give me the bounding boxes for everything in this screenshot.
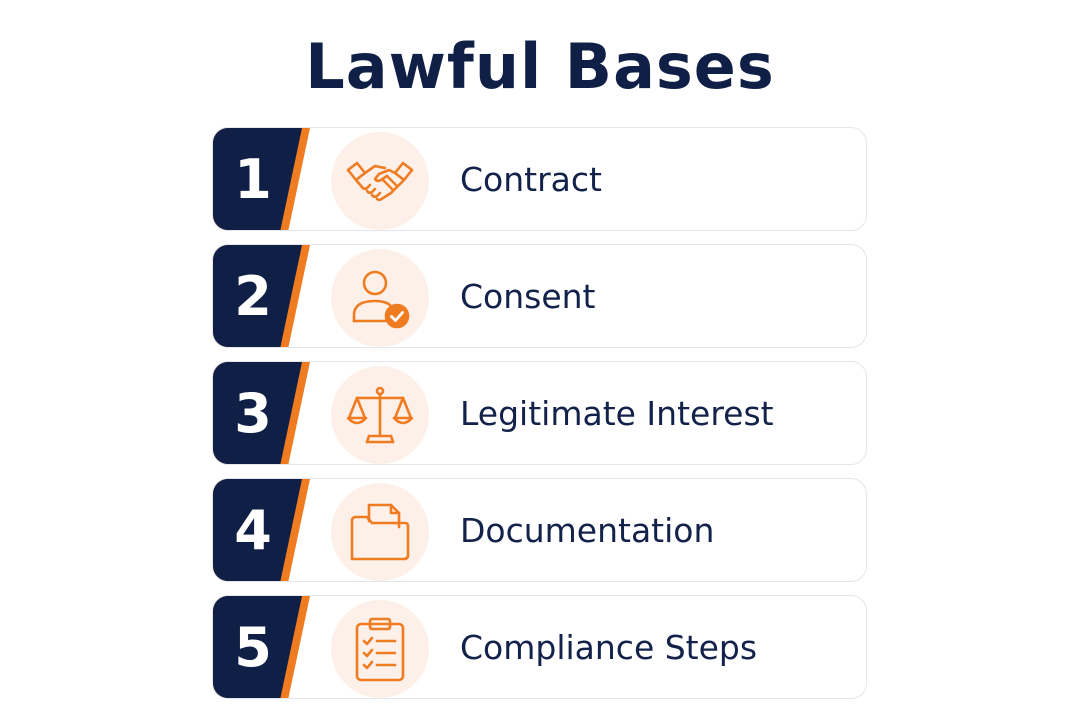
page-title: Lawful Bases xyxy=(305,30,775,103)
number-badge xyxy=(213,245,310,347)
list-item-documentation: 4 Documentation xyxy=(212,478,867,582)
item-number: 2 xyxy=(234,265,272,328)
item-label: Documentation xyxy=(460,511,715,550)
item-label: Consent xyxy=(460,277,596,316)
number-badge xyxy=(213,596,310,698)
icon-circle xyxy=(331,483,429,581)
number-badge xyxy=(213,128,310,230)
item-number: 4 xyxy=(234,499,272,562)
item-label: Compliance Steps xyxy=(460,628,758,667)
handshake-icon xyxy=(346,161,414,202)
list-item-consent: 2 Consent xyxy=(212,244,867,348)
item-number: 3 xyxy=(234,382,272,445)
user-check-icon xyxy=(352,270,410,329)
scales-icon xyxy=(346,386,414,444)
item-label: Legitimate Interest xyxy=(460,394,774,433)
icon-circle xyxy=(331,249,429,347)
icon-circle xyxy=(331,366,429,464)
list-item-contract: 1 Contract xyxy=(212,127,867,231)
list-item-compliance-steps: 5 Compliance Steps xyxy=(212,595,867,699)
item-number: 5 xyxy=(234,616,272,679)
list-item-legitimate-interest: 3 Legitimate Interest xyxy=(212,361,867,465)
lawful-bases-list: 1 Contract 2 xyxy=(212,127,867,699)
icon-circle xyxy=(331,132,429,230)
icon-circle xyxy=(331,600,429,698)
item-label: Contract xyxy=(460,160,602,199)
clipboard-checklist-icon xyxy=(355,617,405,682)
folder-icon xyxy=(350,503,410,561)
number-badge xyxy=(213,362,310,464)
number-badge xyxy=(213,479,310,581)
item-number: 1 xyxy=(234,148,272,211)
